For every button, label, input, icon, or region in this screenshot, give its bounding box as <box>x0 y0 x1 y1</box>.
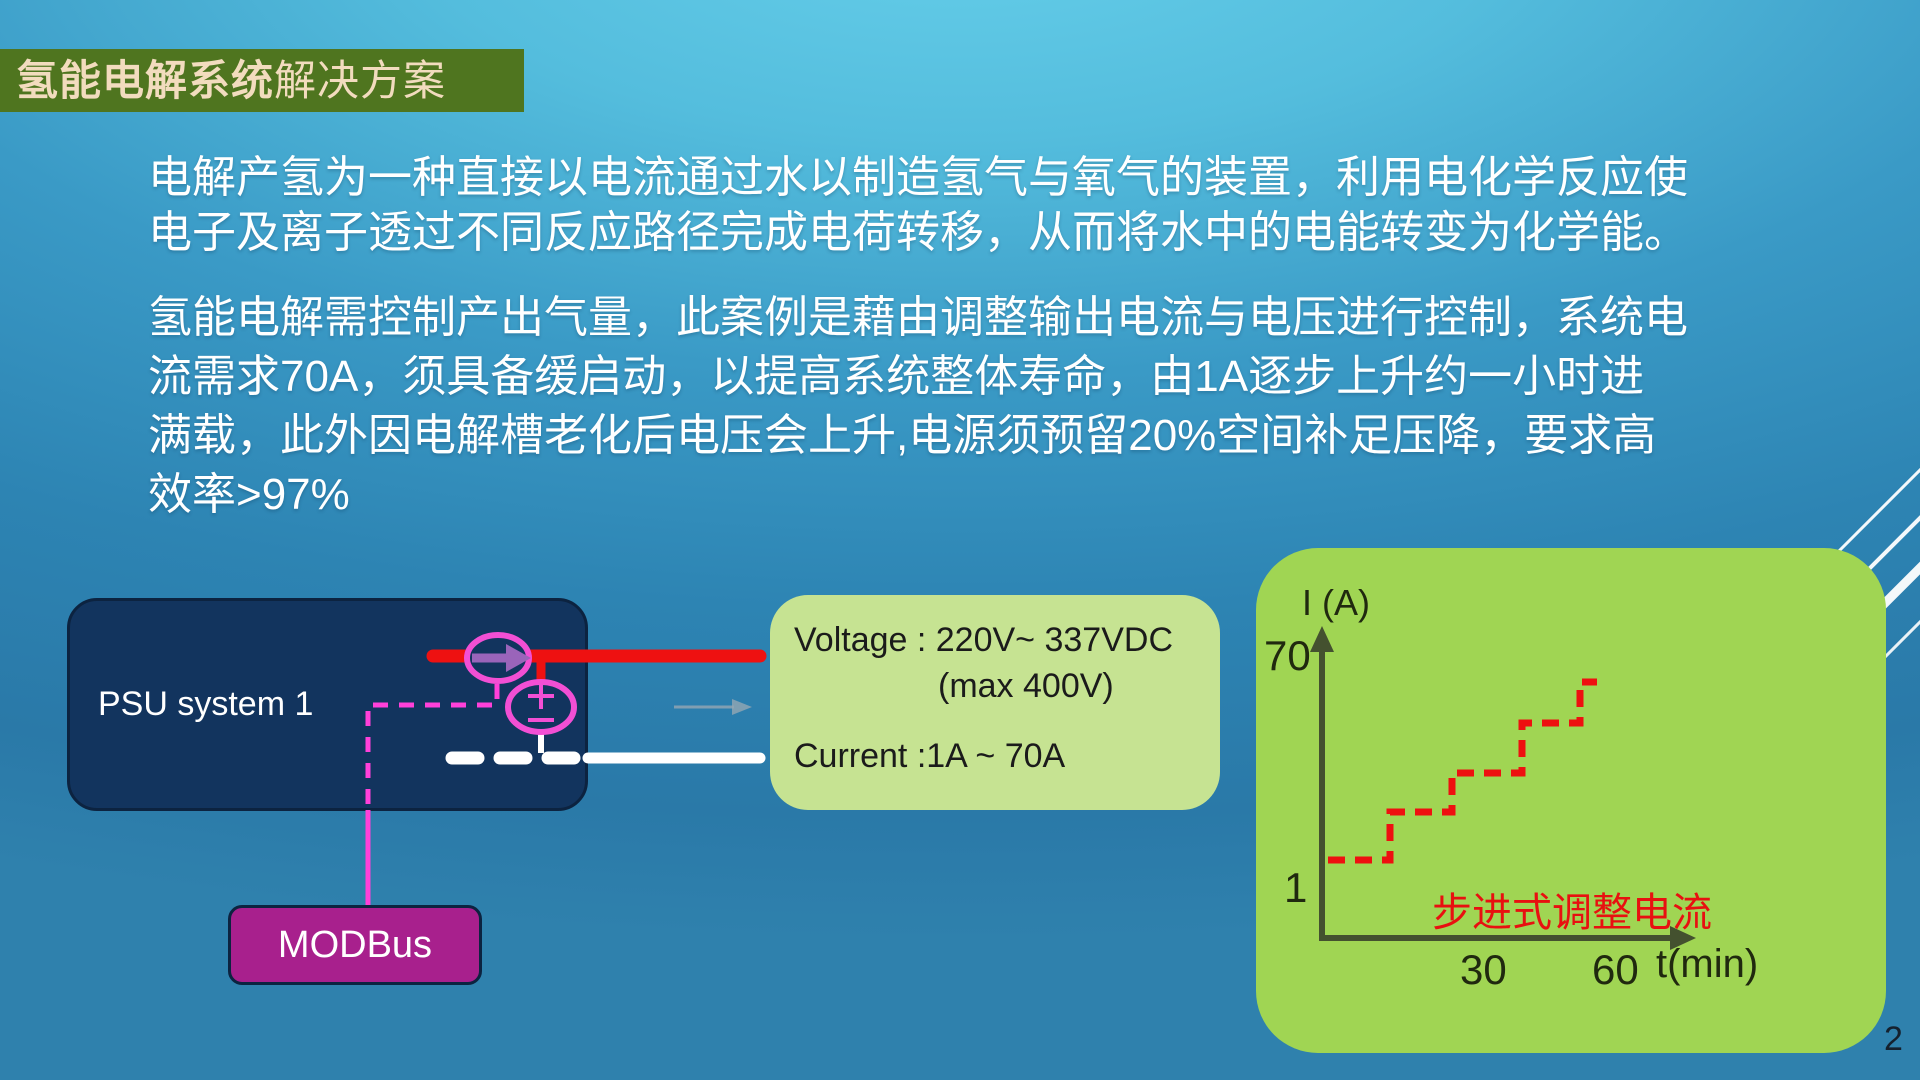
spec-voltage-max-text: (max 400V) <box>938 667 1114 705</box>
psu-system-box: PSU system 1 <box>67 598 588 811</box>
modbus-box: MODBus <box>228 905 482 985</box>
chart-xtick-60: 60 <box>1592 946 1639 993</box>
slide-title-sub: 解决方案 <box>274 57 447 104</box>
slide-title-bar: 氢能电解系统解决方案 <box>0 49 524 112</box>
slide-title-main: 氢能电解系统 <box>16 57 275 104</box>
step-chart-box: I (A) 70 1 30 60 t(min) 步进式调整电流 <box>1256 548 1886 1053</box>
flow-arrowhead-icon <box>732 699 752 715</box>
modbus-label: MODBus <box>277 923 433 966</box>
chart-ytick-1: 1 <box>1284 864 1308 911</box>
paragraph-requirements: 氢能电解需控制产出气量，此案例是藉由调整输出电流与电压进行控制，系统电 流需求7… <box>148 293 1688 519</box>
spec-voltage-text: Voltage : 220V~ 337VDC <box>794 621 1173 659</box>
chart-y-axis-label: I (A) <box>1302 582 1370 623</box>
chart-annotation: 步进式调整电流 <box>1432 891 1712 935</box>
y-axis-arrowhead-icon <box>1310 626 1334 652</box>
x-axis-arrowhead-icon <box>1670 926 1696 950</box>
chart-xtick-30: 30 <box>1460 946 1507 993</box>
psu-system-label: PSU system 1 <box>98 685 314 723</box>
step-current-line <box>1328 678 1597 864</box>
spec-box: Voltage : 220V~ 337VDC (max 400V) Curren… <box>770 595 1220 810</box>
chart-x-axis-label: t(min) <box>1656 942 1759 986</box>
spec-current-text: Current :1A ~ 70A <box>794 737 1066 775</box>
step-chart-plot <box>1310 626 1696 950</box>
page-number: 2 <box>1884 1020 1903 1058</box>
paragraph-intro: 电解产氢为一种直接以电流通过水以制造氢气与氧气的装置，利用电化学反应使 电子及离… <box>148 153 1688 257</box>
chart-ytick-70: 70 <box>1264 632 1311 679</box>
